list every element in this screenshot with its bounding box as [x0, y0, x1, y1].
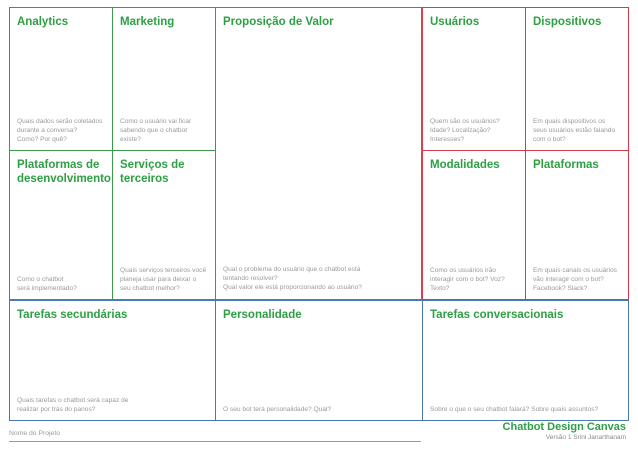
users-title: Usuários	[430, 16, 480, 28]
secondary-tasks-hint: Quais tarefas o chatbot será capaz de re…	[17, 397, 129, 413]
marketing-block: Marketing Como o usuário vai ficar saben…	[112, 7, 216, 151]
value-proposition-title: Proposição de Valor	[223, 16, 334, 28]
dev-platforms-block: Plataformas de desenvolvimento Como o ch…	[9, 150, 113, 300]
conversational-tasks-title: Tarefas conversacionais	[430, 309, 564, 321]
canvas-version: Versão 1 Srini Janarthanam	[545, 434, 626, 441]
analytics-hint: Quais dados serão coletados durante a co…	[17, 118, 103, 143]
devices-title: Dispositivos	[533, 16, 602, 28]
users-hint: Quem são os usuários? Idade? Localização…	[430, 118, 500, 143]
devices-block: Dispositivos Em quais dispositivos os se…	[525, 7, 629, 151]
modalities-hint: Como os usuários irão interagir com o bo…	[430, 267, 505, 292]
platforms-block: Plataformas Em quais canais os usuários …	[525, 150, 629, 300]
value-proposition-block: Proposição de Valor Qual o problema do u…	[215, 7, 422, 300]
modalities-block: Modalidades Como os usuários irão intera…	[422, 150, 526, 300]
personality-hint: O seu bot terá personalidade? Qual?	[223, 406, 332, 413]
project-name-label: Nome do Projeto	[9, 430, 61, 437]
dev-platforms-hint: Como o chatbot será implementado?	[17, 276, 77, 292]
dev-platforms-title: Plataformas de desenvolvimento	[17, 159, 111, 185]
marketing-title: Marketing	[120, 16, 175, 28]
conversational-tasks-block: Tarefas conversacionais Sobre o que o se…	[422, 300, 629, 421]
analytics-title: Analytics	[17, 16, 69, 28]
platforms-hint: Em quais canais os usuários vão interagi…	[533, 267, 617, 292]
secondary-tasks-block: Tarefas secundárias Quais tarefas o chat…	[9, 300, 216, 421]
third-party-services-block: Serviços de terceiros Quais serviços ter…	[112, 150, 216, 300]
conversational-tasks-hint: Sobre o que o seu chatbot falará? Sobre …	[430, 406, 599, 413]
modalities-title: Modalidades	[430, 159, 500, 171]
devices-hint: Em quais dispositivos os seus usuários e…	[533, 118, 616, 143]
users-block: Usuários Quem são os usuários? Idade? Lo…	[422, 7, 526, 151]
marketing-hint: Como o usuário vai ficar sabendo que o c…	[120, 118, 192, 143]
third-party-services-title: Serviços de terceiros	[120, 159, 185, 185]
project-name-line[interactable]	[9, 441, 421, 442]
personality-block: Personalidade O seu bot terá personalida…	[215, 300, 423, 421]
personality-title: Personalidade	[223, 309, 302, 321]
platforms-title: Plataformas	[533, 159, 599, 171]
canvas-brand-title: Chatbot Design Canvas	[502, 421, 626, 433]
value-proposition-hint: Qual o problema do usuário que o chatbot…	[223, 266, 362, 291]
analytics-block: Analytics Quais dados serão coletados du…	[9, 7, 113, 151]
secondary-tasks-title: Tarefas secundárias	[17, 309, 128, 321]
third-party-services-hint: Quais serviços terceiros você planeja us…	[120, 267, 207, 292]
